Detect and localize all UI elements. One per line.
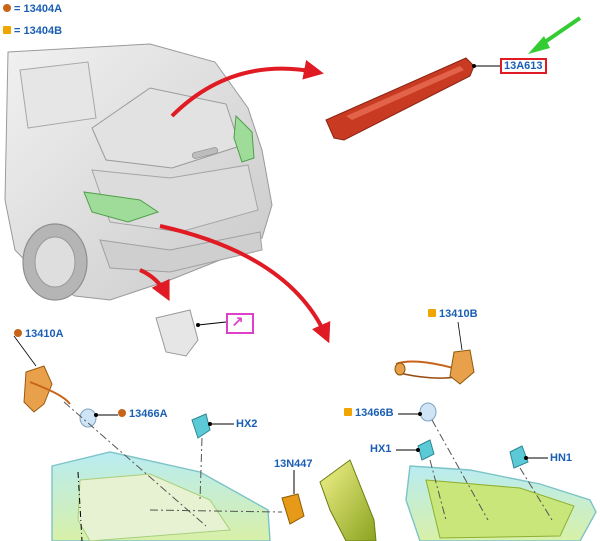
callout-13466a: 13466A bbox=[118, 408, 168, 420]
legend-item-13404a: = 13404A bbox=[3, 3, 62, 15]
callout-hx2: HX2 bbox=[236, 418, 258, 430]
left-holder bbox=[191, 413, 234, 439]
left-bulb bbox=[79, 408, 118, 428]
lamp-access-cover bbox=[155, 309, 227, 357]
arrow-to-cover bbox=[139, 268, 170, 302]
callout-hn1: HN1 bbox=[550, 452, 573, 464]
callout-13n447: 13N447 bbox=[274, 458, 313, 470]
right-tail-lamp bbox=[405, 465, 597, 541]
high-mount-stop-lamp bbox=[325, 57, 500, 141]
right-socket-wire bbox=[394, 321, 475, 385]
green-pointer-arrow bbox=[528, 16, 582, 54]
amber-bulb bbox=[281, 470, 305, 525]
right-holder-1 bbox=[396, 439, 435, 461]
diagonal-arrow-icon: ↗ bbox=[231, 313, 244, 331]
left-socket-wire bbox=[13, 335, 71, 413]
callout-13466b: 13466B bbox=[344, 407, 394, 419]
vehicle-rear-illustration bbox=[4, 43, 273, 301]
circle-marker-icon bbox=[14, 329, 22, 337]
assembly-line-right-1 bbox=[431, 419, 489, 521]
legend-circle-icon bbox=[3, 4, 11, 12]
assembly-line-right-2 bbox=[429, 459, 447, 521]
square-marker-icon bbox=[344, 408, 352, 416]
center-panel bbox=[319, 459, 377, 541]
left-tail-lamp bbox=[51, 451, 271, 541]
square-marker-icon bbox=[428, 309, 436, 317]
callout-13410b: 13410B bbox=[428, 308, 478, 320]
arrow-to-right-lamp bbox=[159, 224, 331, 344]
assembly-line-right-3 bbox=[519, 467, 553, 521]
assembly-line-left-2 bbox=[199, 437, 203, 501]
circle-marker-icon bbox=[118, 409, 126, 417]
legend-square-icon bbox=[3, 26, 11, 34]
highlight-box: ↗ bbox=[226, 313, 254, 334]
legend-label: = 13404B bbox=[14, 25, 63, 37]
right-bulb bbox=[398, 402, 437, 422]
right-holder-2 bbox=[509, 445, 548, 469]
legend-item-13404b: = 13404B bbox=[3, 25, 62, 37]
assembly-line-left-3 bbox=[149, 509, 283, 513]
callout-hx1: HX1 bbox=[370, 443, 392, 455]
legend-label: = 13404A bbox=[14, 3, 63, 15]
callout-13410a: 13410A bbox=[14, 328, 64, 340]
arrow-to-stop-lamp bbox=[170, 59, 324, 118]
callout-13a613: 13A613 bbox=[500, 58, 547, 74]
